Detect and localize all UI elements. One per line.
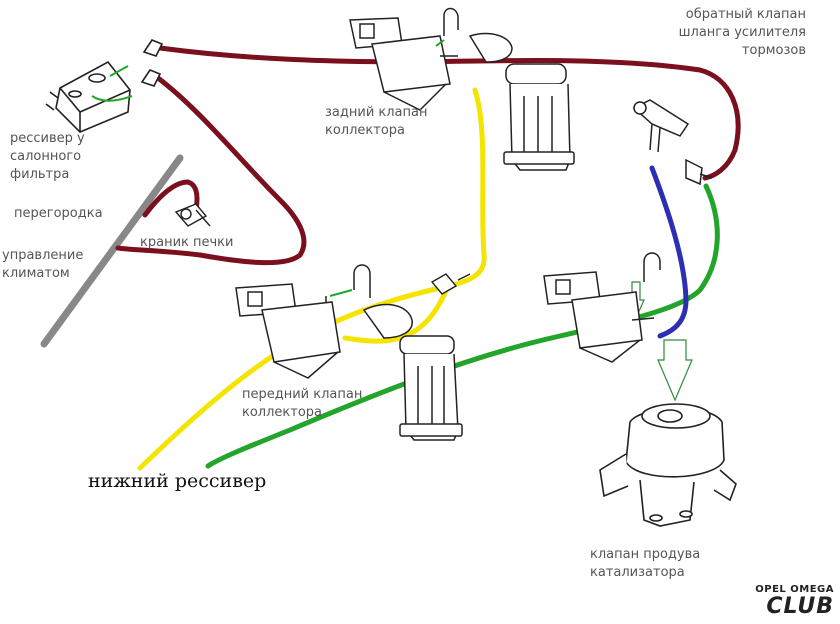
label-front-valve-2: коллектора bbox=[242, 405, 323, 420]
label-front-valve-1: передний клапан bbox=[242, 387, 363, 402]
red-hose-cabin bbox=[115, 75, 307, 266]
label-receiver-cabin-3: фильтра bbox=[10, 167, 70, 182]
label-climate: управление климатом bbox=[2, 247, 83, 283]
heater-tap-shape bbox=[174, 203, 211, 227]
label-climate-2: климатом bbox=[2, 266, 70, 281]
check-valve-shape bbox=[632, 99, 713, 186]
red-hose-main bbox=[157, 45, 741, 181]
receiver-cabin-shape bbox=[45, 60, 133, 133]
red-hose-heater bbox=[142, 179, 200, 218]
label-purge-valve-1: клапан продува bbox=[590, 547, 701, 562]
label-lower-receiver: нижний рессивер bbox=[88, 470, 267, 492]
green-link-2 bbox=[435, 39, 445, 47]
label-purge-valve: клапан продува катализатора bbox=[590, 546, 700, 582]
label-check-valve-1: обратный клапан bbox=[685, 7, 806, 22]
label-receiver-cabin-2: салонного bbox=[10, 149, 82, 164]
green-link-1 bbox=[329, 289, 353, 297]
label-rear-valve-1: задний клапан bbox=[325, 105, 428, 120]
label-receiver-cabin: ресcивер у салонного фильтра bbox=[10, 130, 85, 184]
logo-line2: CLUB bbox=[766, 594, 834, 619]
label-check-valve-3: тормозов bbox=[741, 43, 806, 58]
front-valve-shape bbox=[235, 264, 463, 441]
partition-bar bbox=[40, 154, 184, 348]
logo-line1: OPEL OMEGA bbox=[755, 584, 834, 595]
label-heater-tap: краник печки bbox=[140, 235, 234, 250]
blue-hose bbox=[649, 165, 689, 339]
yellow-hose bbox=[137, 87, 487, 471]
label-rear-valve: задний клапан коллектора bbox=[325, 104, 428, 140]
label-check-valve: обратный клапан шланга усилителя тормозо… bbox=[676, 6, 806, 60]
yellow-fitting bbox=[430, 273, 471, 295]
label-partition: перегородка bbox=[14, 206, 103, 221]
green-hose bbox=[205, 183, 720, 469]
yellow-hose-branch bbox=[342, 283, 451, 344]
label-check-valve-2: шланга усилителя bbox=[678, 25, 806, 40]
rear-valve-shape bbox=[349, 7, 575, 171]
cabin-connectors bbox=[140, 39, 164, 87]
label-rear-valve-2: коллектора bbox=[325, 123, 406, 138]
purge-valve-shape bbox=[599, 403, 737, 527]
label-purge-valve-2: катализатора bbox=[590, 565, 685, 580]
label-receiver-cabin-1: ресcивер у bbox=[10, 131, 85, 146]
opel-omega-club-logo: OPEL OMEGA CLUB bbox=[704, 584, 834, 620]
label-front-valve: передний клапан коллектора bbox=[242, 386, 362, 422]
purge-solenoid-shape bbox=[543, 252, 661, 363]
label-climate-1: управление bbox=[2, 248, 84, 263]
